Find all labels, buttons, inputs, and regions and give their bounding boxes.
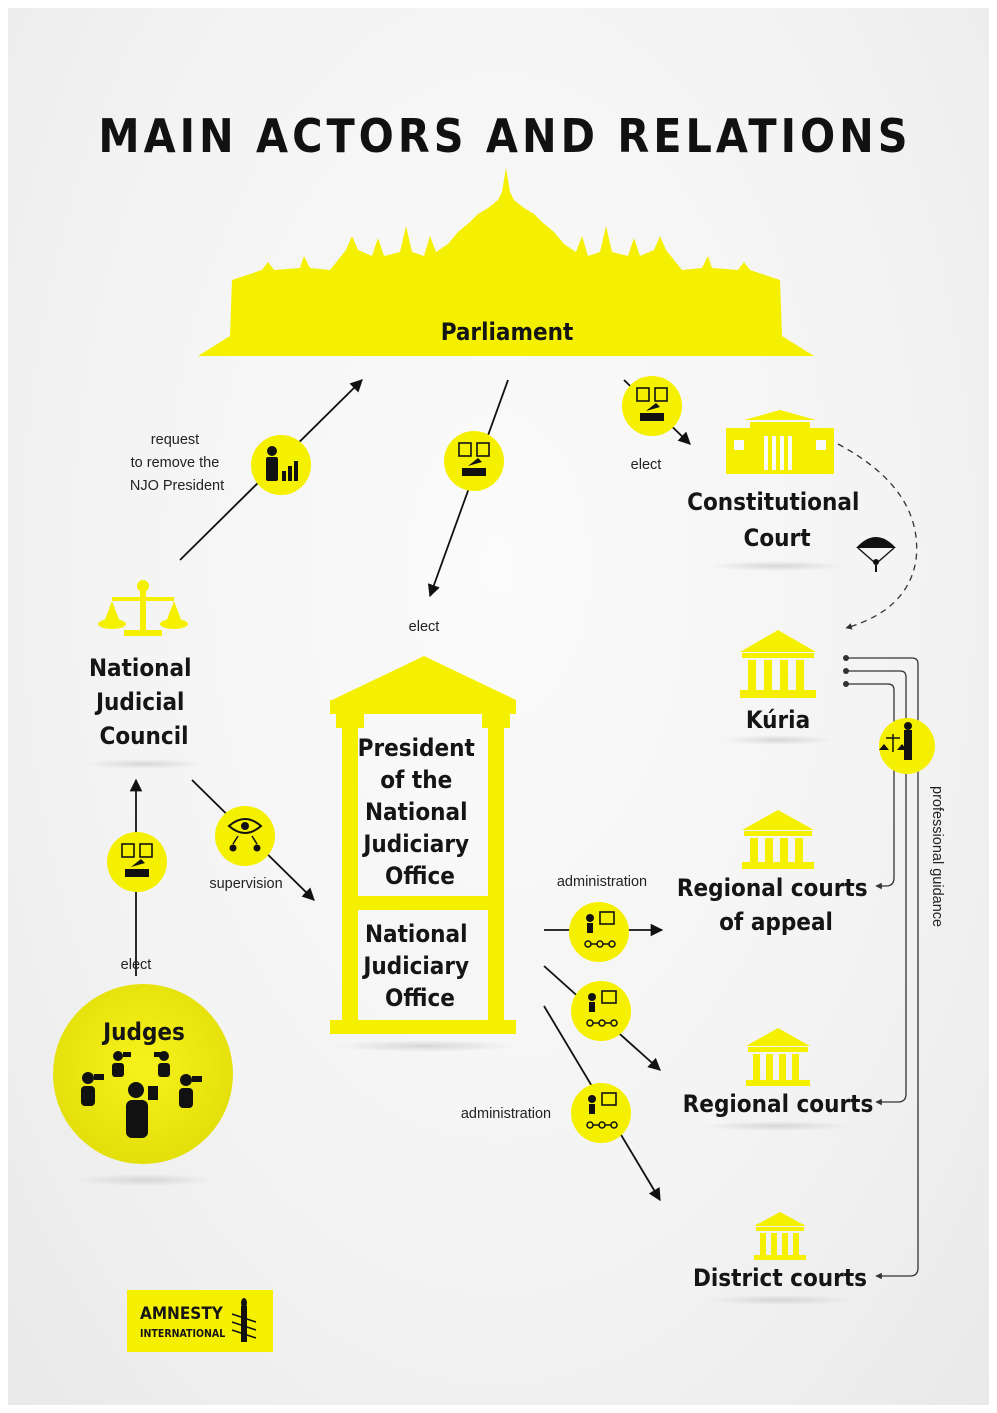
supervision-label: supervision xyxy=(209,876,282,892)
ballot-voting-icon xyxy=(622,376,682,436)
regional-courts-of-appeal-building-icon xyxy=(742,810,814,869)
administration-top-label: administration xyxy=(557,874,647,890)
page-title: MAIN ACTORS AND RELATIONS xyxy=(98,109,911,163)
president-njo-label: President of the National Judiciary Offi… xyxy=(358,734,483,890)
administration-flow-icon xyxy=(571,1083,631,1143)
eye-supervision-icon xyxy=(215,806,275,866)
shadow xyxy=(84,759,204,769)
administration-bottom-label: administration xyxy=(461,1106,551,1122)
njo-label: National Judiciary Office xyxy=(361,920,476,1012)
parachute-icon xyxy=(856,537,896,572)
parliament-label: Parliament xyxy=(441,318,574,346)
kuria-building-icon xyxy=(740,630,816,698)
elect-cc-label: elect xyxy=(631,457,662,473)
judge-scales-icon xyxy=(879,718,935,774)
shadow xyxy=(723,735,833,745)
njo-temple-building xyxy=(330,656,516,1034)
judges-circle xyxy=(53,984,233,1164)
shadow xyxy=(707,561,847,571)
performance-chart-icon xyxy=(251,435,311,495)
kuria-label: Kúria xyxy=(746,706,810,734)
regional-courts-building-icon xyxy=(746,1028,810,1086)
administration-flow-icon xyxy=(571,981,631,1041)
regional-courts-of-appeal-label: Regional courts of appeal xyxy=(677,874,875,936)
shadow xyxy=(705,1295,855,1305)
elect-judges-label: elect xyxy=(121,957,152,973)
candle-icon xyxy=(231,1298,257,1342)
cc-to-kuria-dashed-arrow xyxy=(837,443,918,630)
shadow xyxy=(74,1174,214,1186)
professional-guidance-label: professional guidance xyxy=(929,786,945,927)
elect-center-label: elect xyxy=(409,619,440,635)
regional-courts-label: Regional courts xyxy=(683,1090,874,1118)
svg-text:INTERNATIONAL: INTERNATIONAL xyxy=(140,1328,225,1340)
request-remove-label: request to remove the NJO President xyxy=(130,432,224,494)
district-courts-building-icon xyxy=(754,1212,806,1260)
constitutional-court-label: Constitutional Court xyxy=(687,488,867,552)
judges-label: Judges xyxy=(101,1018,185,1046)
administration-flow-icon xyxy=(569,902,629,962)
constitutional-court-building-icon xyxy=(726,410,834,474)
amnesty-international-logo: AMNESTY INTERNATIONAL xyxy=(127,1290,273,1352)
shadow xyxy=(703,1121,853,1131)
scales-of-justice-icon xyxy=(98,580,188,636)
ballot-voting-icon xyxy=(444,431,504,491)
ballot-voting-icon xyxy=(107,832,167,892)
svg-text:AMNESTY: AMNESTY xyxy=(140,1304,224,1324)
protesting-judges-icon xyxy=(81,1051,202,1138)
district-courts-label: District courts xyxy=(693,1264,867,1292)
shadow xyxy=(334,1040,514,1052)
parliament-building xyxy=(198,168,814,356)
national-judicial-council-label: National Judicial Council xyxy=(89,654,199,750)
professional-guidance-lines xyxy=(843,655,919,1280)
